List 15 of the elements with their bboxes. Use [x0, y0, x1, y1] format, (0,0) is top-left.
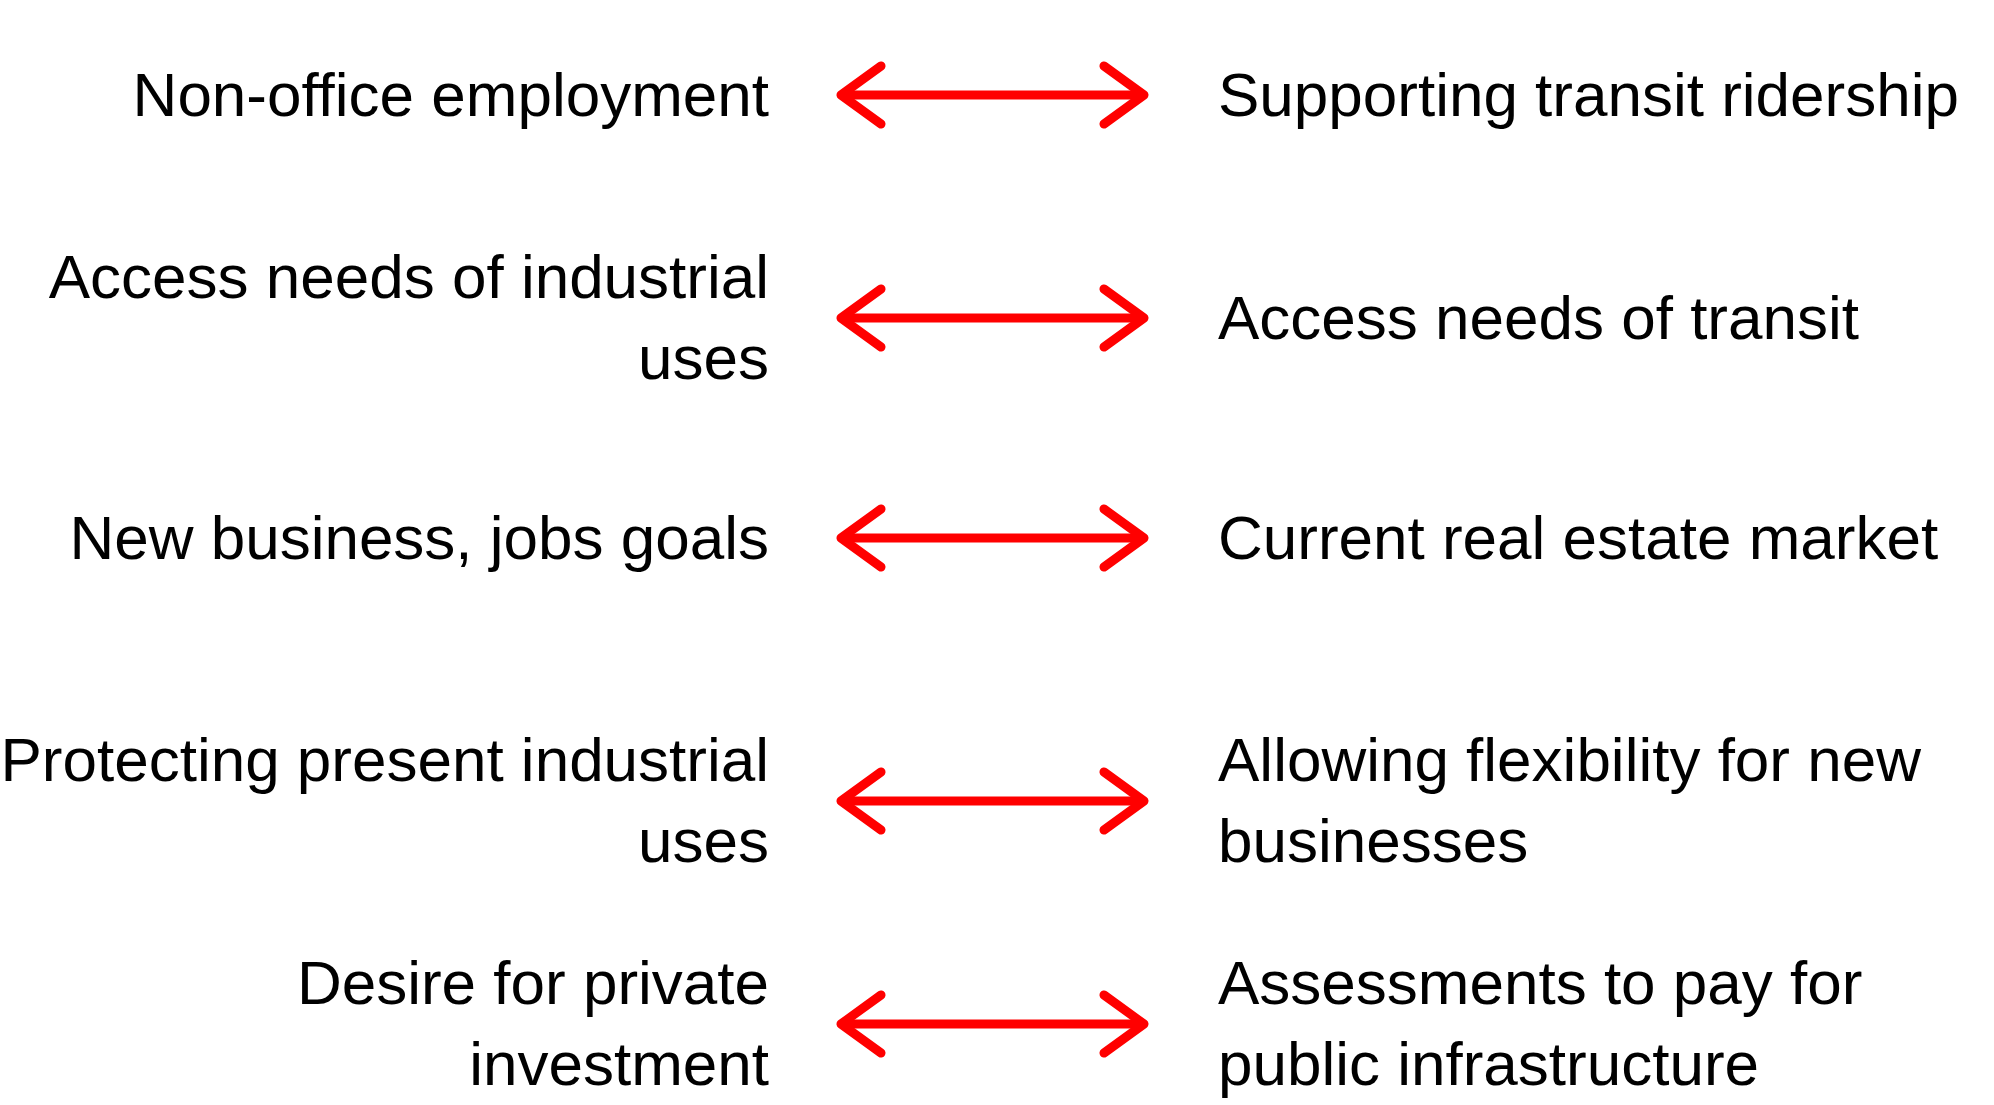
node-text: Assessments to pay for public infrastructure: [1218, 947, 1864, 1100]
node-text: Desire for private investment: [295, 947, 769, 1100]
double-headed-arrow: [836, 284, 1149, 352]
node-text: Access needs of industrial uses: [47, 241, 769, 394]
double-headed-arrow: [836, 990, 1149, 1058]
double-headed-arrow: [836, 504, 1149, 572]
double-headed-arrow: [836, 61, 1149, 129]
node-text: Protecting present industrial uses: [0, 724, 769, 877]
node-text: Allowing flexibility for new businesses: [1218, 724, 1922, 877]
node-text: Supporting transit ridership: [1218, 58, 1959, 131]
node-text: New business, jobs goals: [69, 501, 769, 574]
node-text: Current real estate market: [1218, 501, 1939, 574]
node-text: Non-office employment: [132, 58, 769, 131]
node-text: Access needs of transit: [1218, 281, 1859, 354]
double-headed-arrow: [836, 767, 1149, 835]
